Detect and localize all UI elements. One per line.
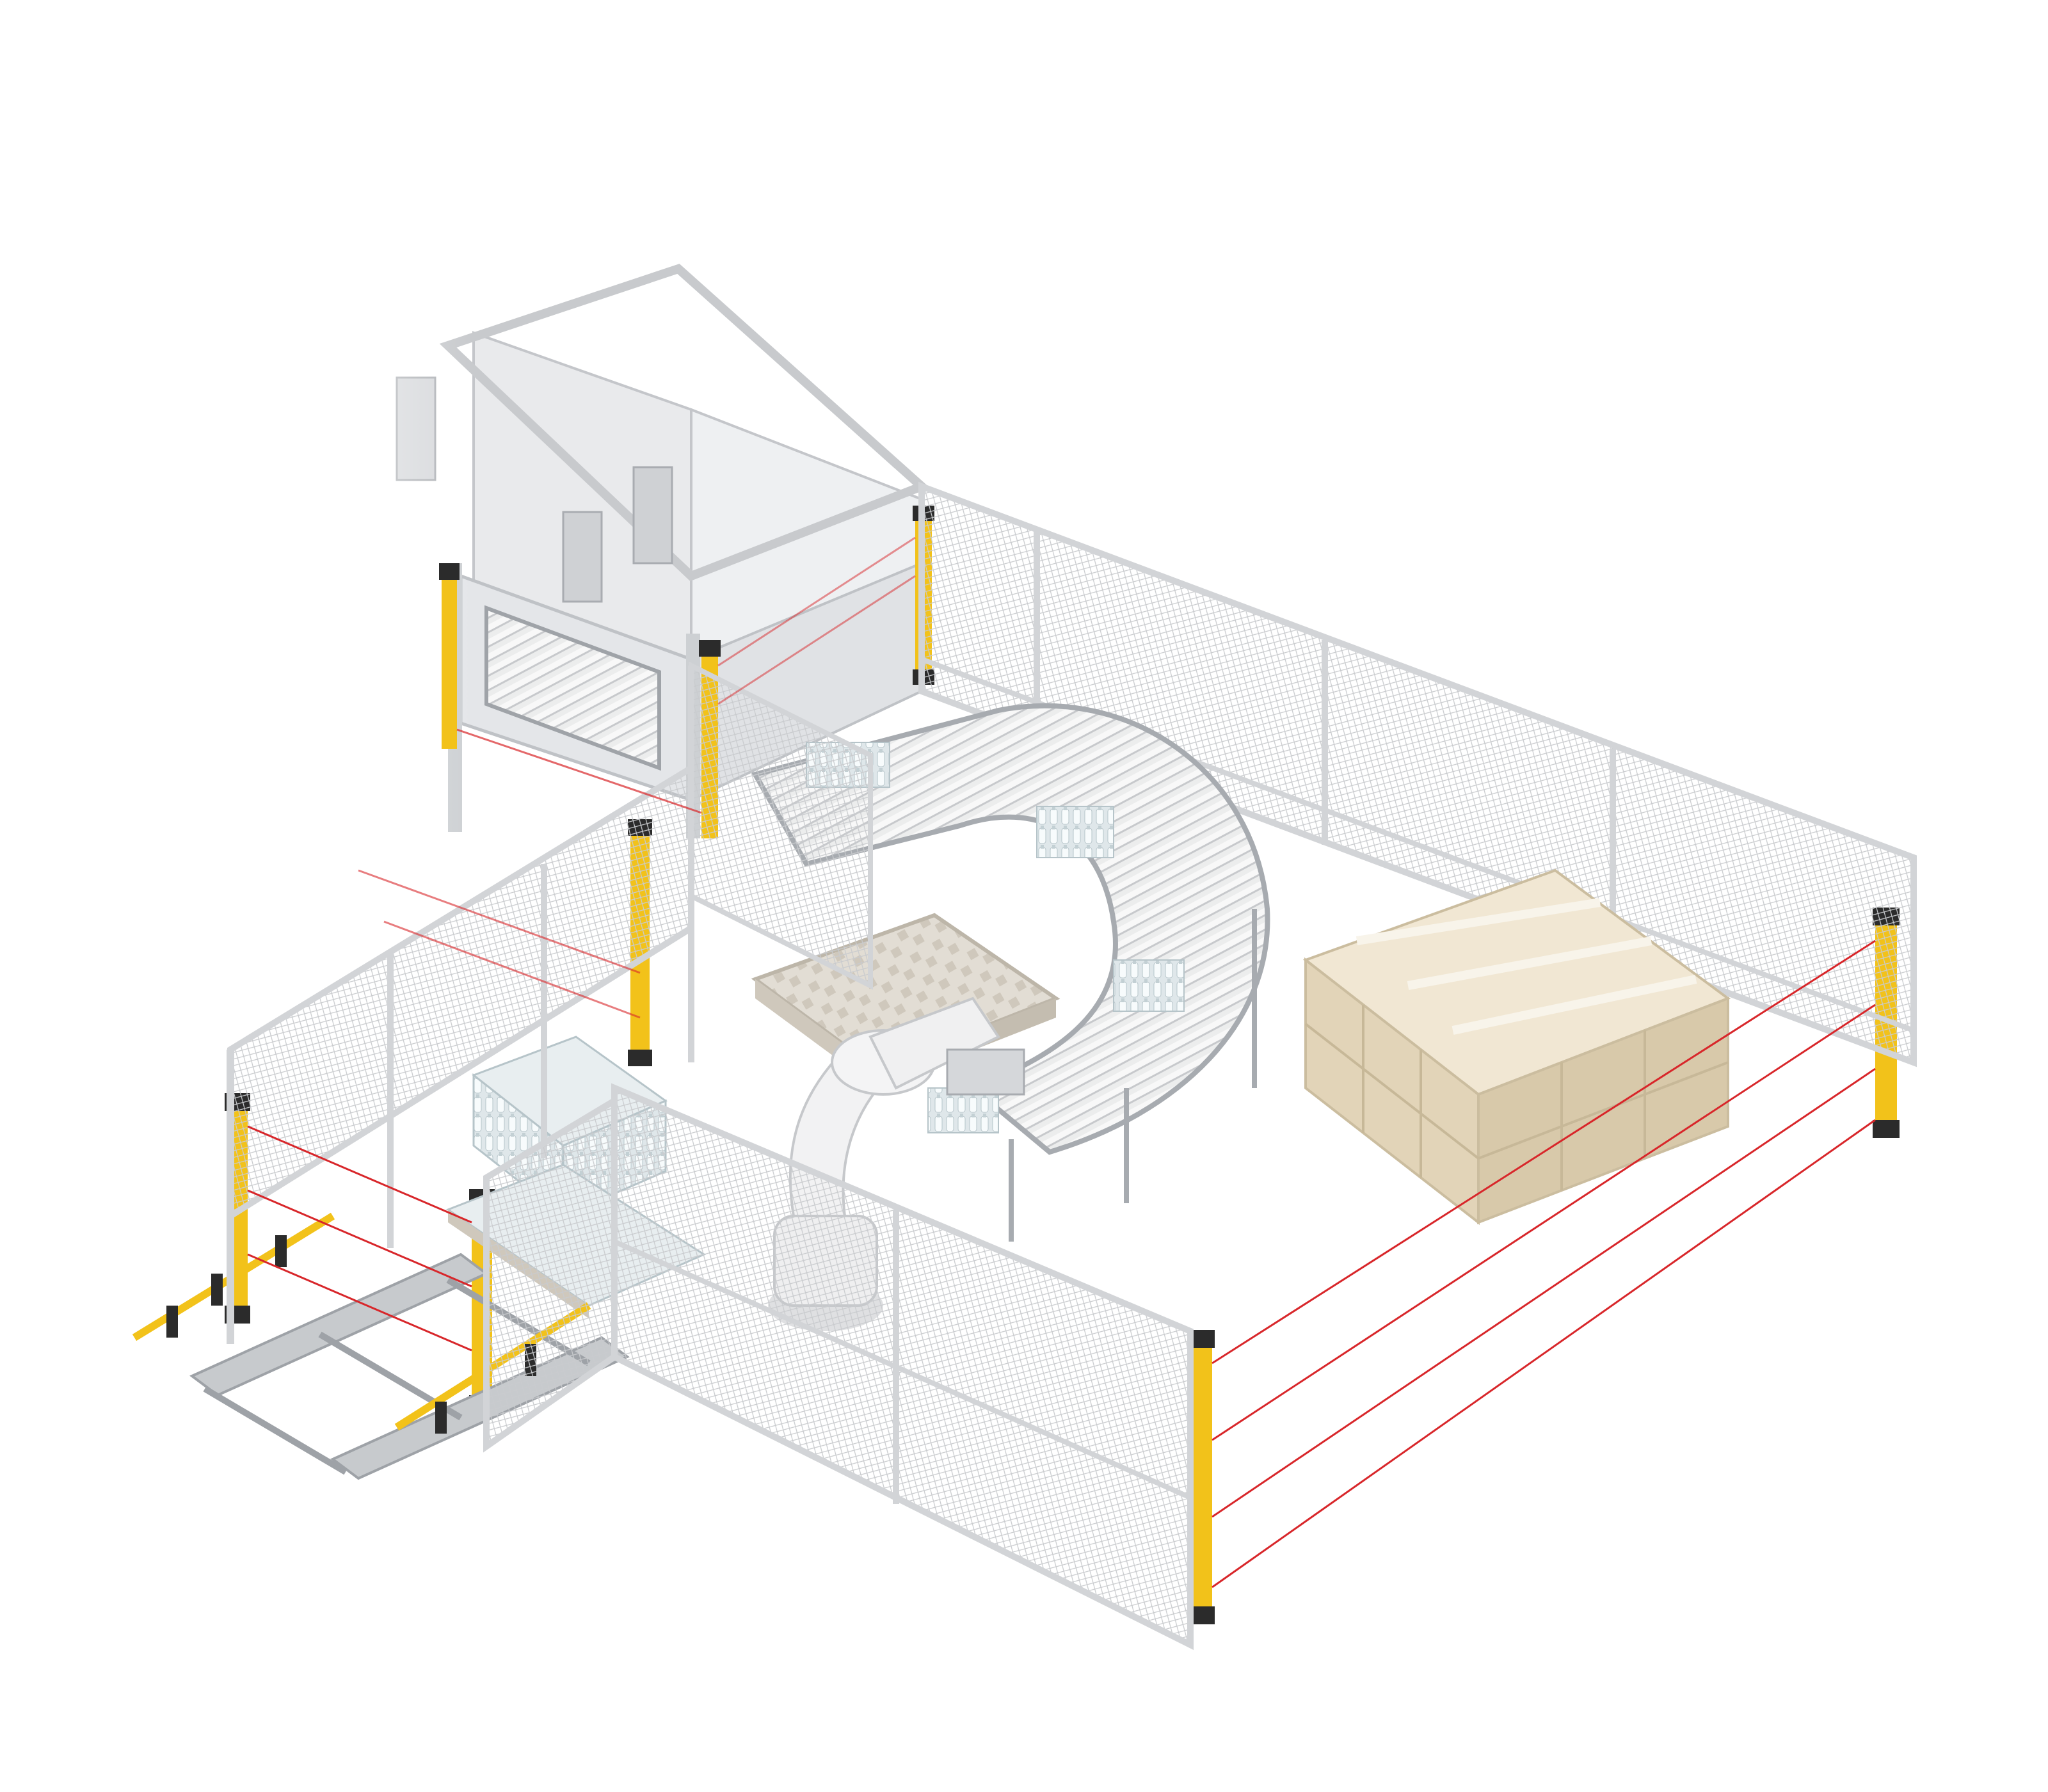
laser-beam — [383, 920, 641, 1019]
laser-beam — [1212, 1119, 1876, 1588]
laser-beam — [358, 869, 641, 974]
laser-beam — [247, 1189, 472, 1288]
laser-beam — [1212, 940, 1876, 1364]
safety-fence-front — [227, 661, 1194, 1651]
laser-beam — [1212, 1068, 1876, 1518]
bottle-pack — [927, 1087, 999, 1133]
bottle-pack — [1113, 959, 1185, 1012]
laser-beam — [456, 728, 702, 814]
carton-pallet-stack — [1302, 868, 1731, 1226]
light-curtain-machine-left — [439, 563, 460, 749]
laser-beams — [247, 536, 1876, 1588]
bottle-pack — [1036, 806, 1114, 858]
laser-beam — [247, 1253, 472, 1352]
laser-beam — [1212, 1004, 1876, 1441]
laser-beam — [717, 575, 916, 705]
safety-fence-back — [918, 481, 1917, 1068]
laser-beam — [717, 536, 916, 667]
laser-beam — [247, 1125, 472, 1224]
